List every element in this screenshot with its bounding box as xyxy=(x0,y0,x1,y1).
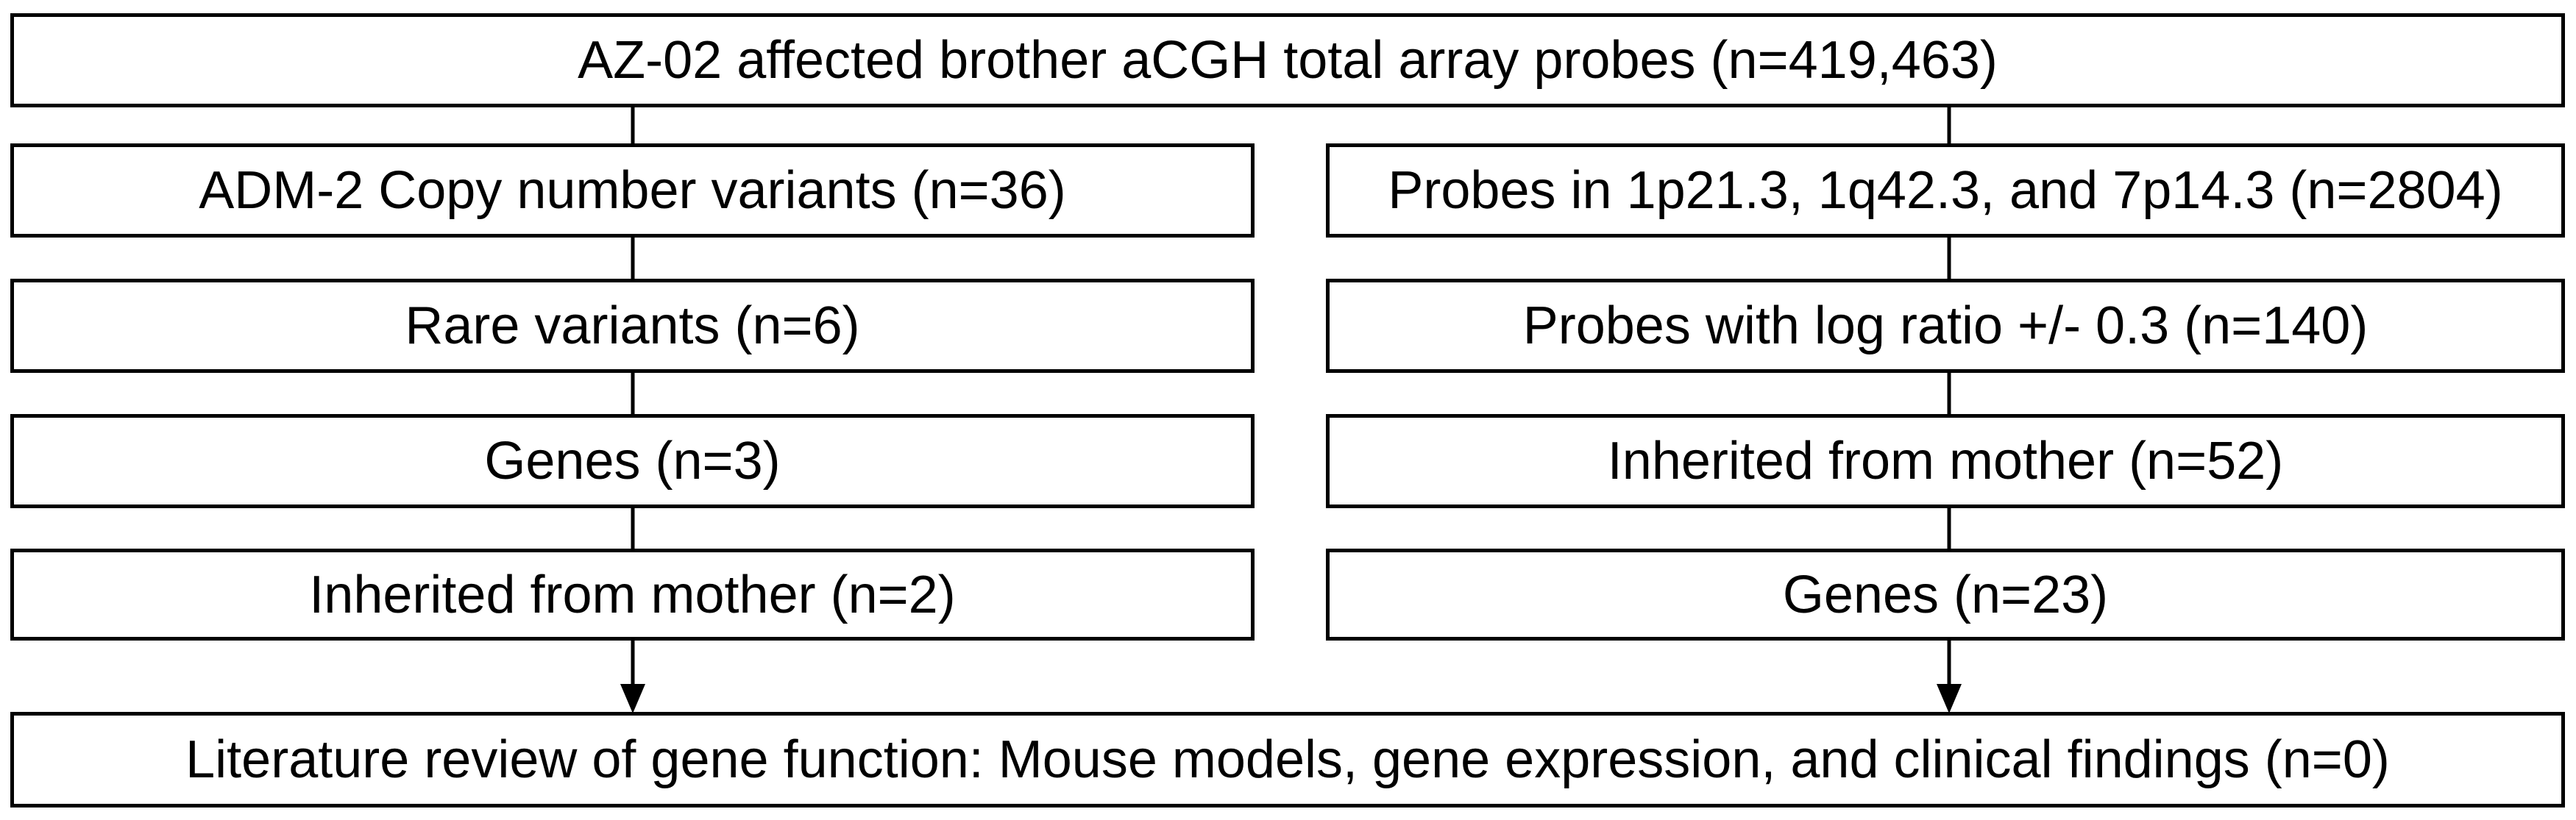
left-box-1: ADM-2 Copy number variants (n=36) xyxy=(10,143,1255,238)
right-box-2-label: Probes with log ratio +/- 0.3 (n=140) xyxy=(1522,296,2369,355)
right-box-1-label: Probes in 1p21.3, 1q42.3, and 7p14.3 (n=… xyxy=(1388,161,2503,220)
left-box-2-label: Rare variants (n=6) xyxy=(405,296,860,355)
top-box: AZ-02 affected brother aCGH total array … xyxy=(10,13,2565,107)
left-box-3: Genes (n=3) xyxy=(10,414,1255,508)
right-box-1: Probes in 1p21.3, 1q42.3, and 7p14.3 (n=… xyxy=(1326,143,2565,238)
arrowhead-right xyxy=(1937,684,1962,713)
top-box-label: AZ-02 affected brother aCGH total array … xyxy=(578,31,1998,90)
right-box-3: Inherited from mother (n=52) xyxy=(1326,414,2565,508)
left-box-1-label: ADM-2 Copy number variants (n=36) xyxy=(199,161,1066,220)
right-box-3-label: Inherited from mother (n=52) xyxy=(1607,432,2284,491)
left-box-3-label: Genes (n=3) xyxy=(484,432,781,491)
right-box-4: Genes (n=23) xyxy=(1326,549,2565,641)
left-box-4-label: Inherited from mother (n=2) xyxy=(309,565,956,624)
right-box-4-label: Genes (n=23) xyxy=(1782,565,2109,624)
bottom-box-label: Literature review of gene function: Mous… xyxy=(185,730,2390,789)
bottom-box: Literature review of gene function: Mous… xyxy=(10,712,2565,807)
left-box-4: Inherited from mother (n=2) xyxy=(10,549,1255,641)
arrowhead-left xyxy=(620,684,645,713)
left-box-2: Rare variants (n=6) xyxy=(10,279,1255,373)
right-box-2: Probes with log ratio +/- 0.3 (n=140) xyxy=(1326,279,2565,373)
